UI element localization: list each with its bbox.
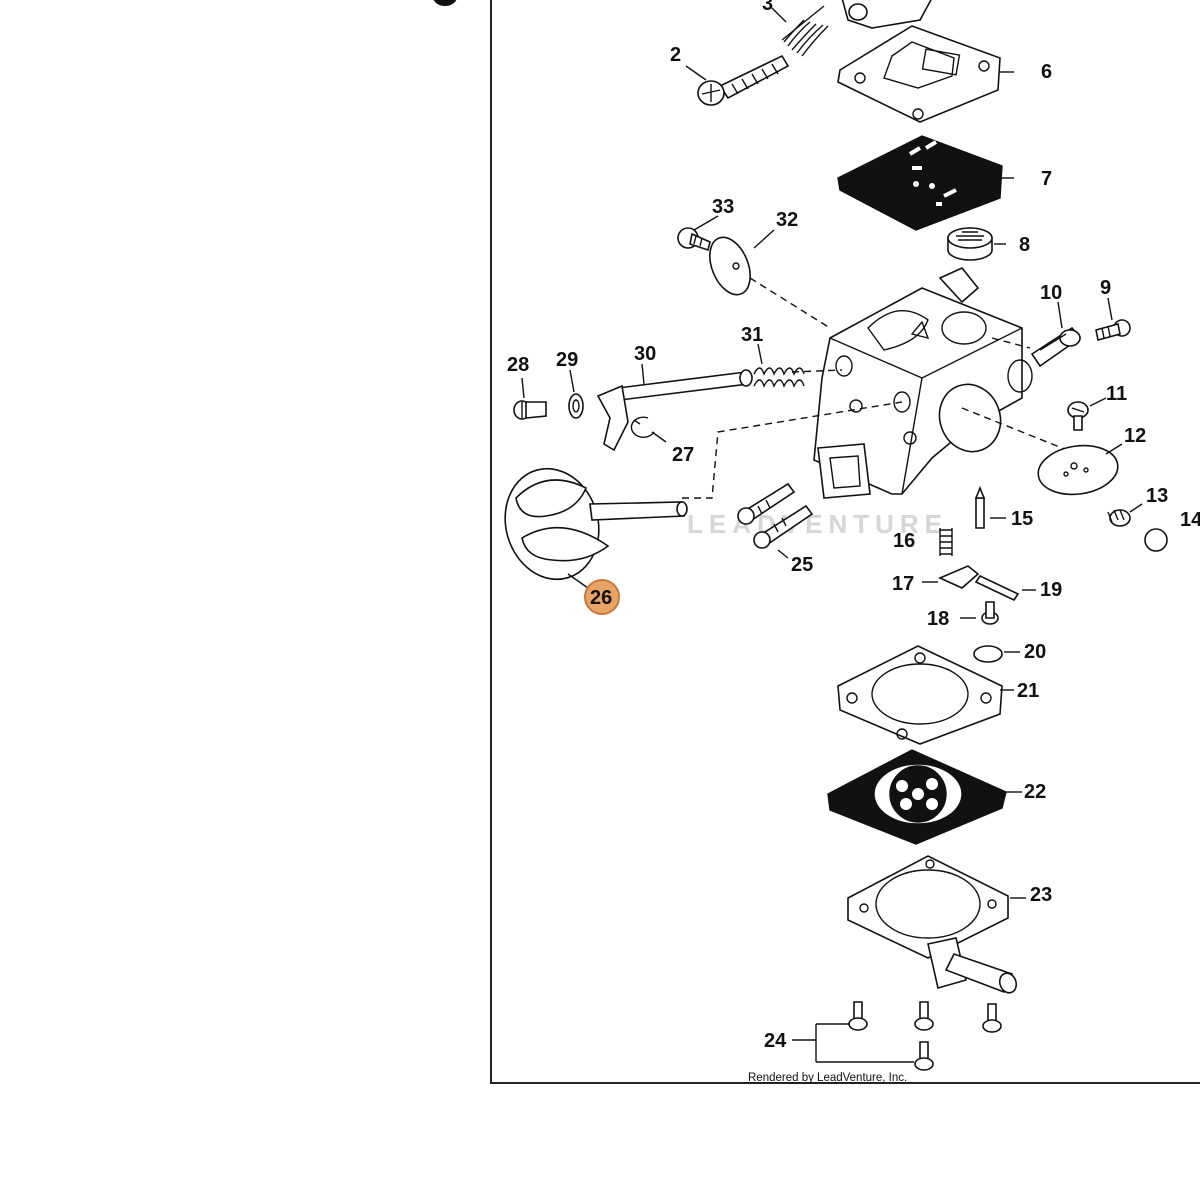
callout-19[interactable]: 19 xyxy=(1040,579,1062,601)
part-spring-3[interactable] xyxy=(781,5,829,57)
part-ball-14[interactable] xyxy=(1144,528,1168,552)
callout-23[interactable]: 23 xyxy=(1030,884,1052,906)
part-screws-24[interactable] xyxy=(792,1001,1002,1071)
callout-25[interactable]: 25 xyxy=(791,554,813,576)
callout-3[interactable]: 3 xyxy=(762,0,773,15)
callout-33[interactable]: 33 xyxy=(712,196,734,218)
part-plate-32[interactable] xyxy=(702,231,758,300)
callout-21[interactable]: 21 xyxy=(1017,680,1039,702)
part-plate-12[interactable] xyxy=(1035,441,1123,500)
part-spring-16[interactable] xyxy=(939,528,953,556)
screw-24-a[interactable] xyxy=(848,1001,868,1031)
callout-28[interactable]: 28 xyxy=(507,354,529,376)
part-cover-23[interactable] xyxy=(847,855,1026,995)
watermark: LEADVENTURE xyxy=(687,509,948,539)
callout-27[interactable]: 27 xyxy=(672,444,694,466)
part-top-fragment xyxy=(841,0,932,29)
part-bracket-10[interactable] xyxy=(1030,326,1082,368)
part-clip-27[interactable] xyxy=(630,416,655,438)
callout-11[interactable]: 11 xyxy=(1106,383,1127,405)
leader-lines xyxy=(521,7,1113,443)
callout-14[interactable]: 14 xyxy=(1180,509,1200,531)
callout-12[interactable]: 12 xyxy=(1124,425,1146,447)
callout-labels: 2 3 6 7 8 9 10 11 12 13 14 15 16 17 18 1… xyxy=(507,0,1200,1052)
part-screw-28[interactable] xyxy=(513,400,547,420)
callout-22[interactable]: 22 xyxy=(1024,781,1046,803)
callout-10[interactable]: 10 xyxy=(1040,282,1062,304)
part-screen-8[interactable] xyxy=(947,227,1006,261)
callout-18[interactable]: 18 xyxy=(927,608,949,630)
part-diaphragm-22[interactable] xyxy=(827,749,1022,845)
part-needle-15[interactable] xyxy=(974,485,1006,529)
callout-6[interactable]: 6 xyxy=(1041,61,1052,83)
part-shaft-30[interactable] xyxy=(596,369,753,452)
diagram-frame: LEADVENTURE xyxy=(490,0,1200,1084)
page-marker-dot xyxy=(433,0,457,6)
part-gasket-21[interactable] xyxy=(837,645,1014,745)
part-spring-31[interactable] xyxy=(753,367,805,388)
part-adjust-screws-25[interactable] xyxy=(737,482,814,559)
callout-30[interactable]: 30 xyxy=(634,343,656,365)
part-carburetor-body[interactable] xyxy=(813,267,1033,499)
part-spring-13[interactable] xyxy=(1107,503,1143,527)
part-gasket-6[interactable] xyxy=(837,25,1014,123)
render-credit: Rendered by LeadVenture, Inc. xyxy=(748,1072,907,1084)
part-pin-19[interactable] xyxy=(974,574,1036,602)
callout-8[interactable]: 8 xyxy=(1019,234,1030,256)
callout-13[interactable]: 13 xyxy=(1146,485,1168,507)
callout-2[interactable]: 2 xyxy=(670,44,681,66)
part-choke-lever-26[interactable] xyxy=(492,457,688,590)
part-screw-18[interactable] xyxy=(960,601,999,625)
callout-31[interactable]: 31 xyxy=(741,324,763,346)
part-screw-9[interactable] xyxy=(1095,319,1131,341)
callout-7[interactable]: 7 xyxy=(1041,168,1052,190)
callout-26-highlight xyxy=(584,579,620,615)
callout-29[interactable]: 29 xyxy=(556,349,578,371)
callout-24[interactable]: 24 xyxy=(764,1030,787,1052)
screw-24-b[interactable] xyxy=(914,1001,934,1031)
callout-26[interactable]: 26 xyxy=(590,587,612,609)
part-lever-17[interactable] xyxy=(922,565,980,589)
callout-15[interactable]: 15 xyxy=(1011,508,1033,530)
part-washer-29[interactable] xyxy=(568,393,584,419)
part-oring-20[interactable] xyxy=(973,645,1020,663)
screw-24-c[interactable] xyxy=(982,1003,1002,1033)
callout-20[interactable]: 20 xyxy=(1024,641,1046,663)
part-screw-11[interactable] xyxy=(1067,397,1107,431)
part-screw-2[interactable] xyxy=(697,54,790,106)
exploded-parts-diagram: LEADVENTURE xyxy=(492,0,1200,1084)
callout-17[interactable]: 17 xyxy=(892,573,914,595)
callout-32[interactable]: 32 xyxy=(776,209,798,231)
callout-16[interactable]: 16 xyxy=(893,530,915,552)
part-diaphragm-7[interactable] xyxy=(837,135,1014,231)
callout-9[interactable]: 9 xyxy=(1100,277,1111,299)
screw-24-d[interactable] xyxy=(914,1041,934,1071)
part-screw-33[interactable] xyxy=(677,227,711,252)
